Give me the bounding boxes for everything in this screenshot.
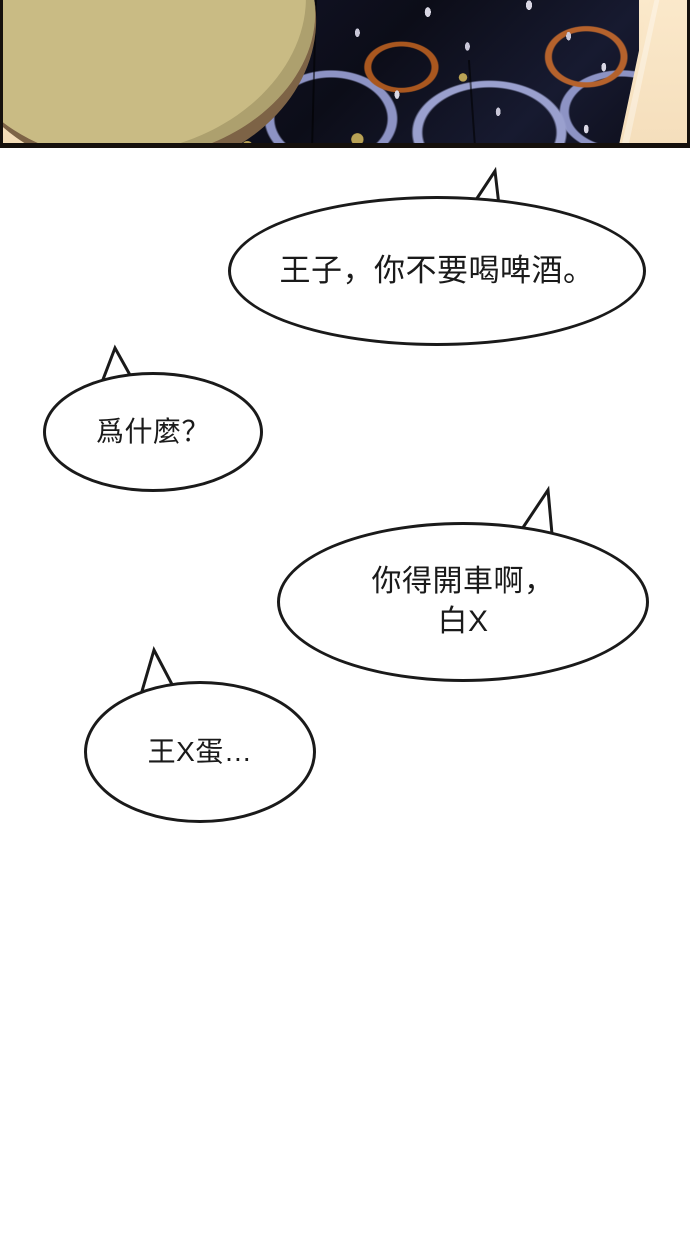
speech-bubble-1-text: 王子，你不要喝啤酒。 [279, 253, 595, 289]
speech-bubble-4: 王X蛋… [84, 681, 316, 823]
speech-bubble-3: 你得開車啊， 白X [277, 522, 649, 682]
speech-bubble-2-text: 爲什麼？ [95, 416, 210, 448]
speech-bubble-1: 王子，你不要喝啤酒。 [228, 196, 646, 346]
speech-bubble-4-text: 王X蛋… [147, 736, 253, 768]
speech-bubble-2: 爲什麼？ [43, 372, 263, 492]
art-panel [0, 0, 690, 148]
speech-bubble-3-text: 你得開車啊， 白X [371, 564, 555, 638]
